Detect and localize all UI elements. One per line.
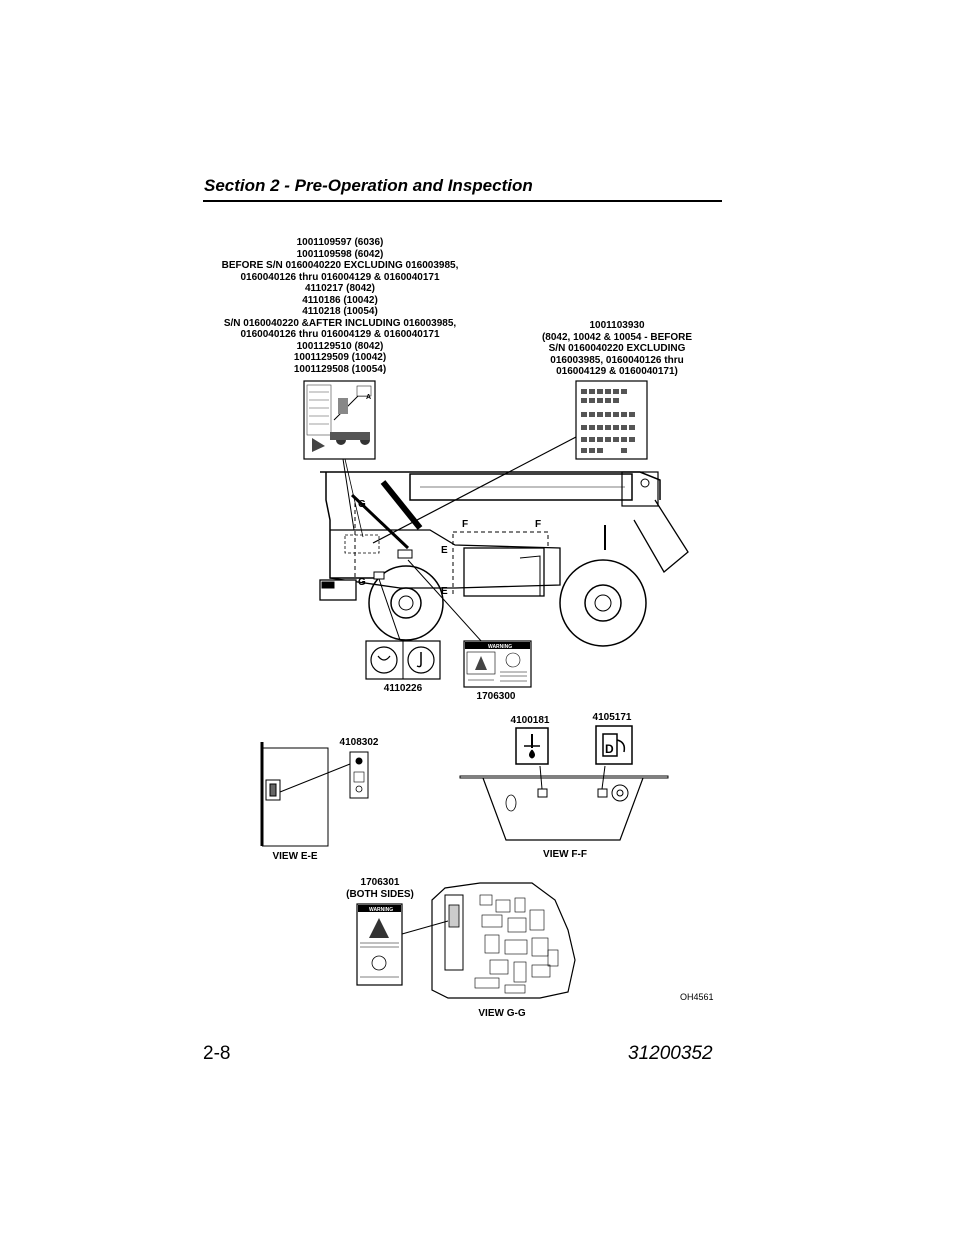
decal-label-line: 016004129 & 0160040171) xyxy=(556,366,678,377)
decal-1706301-warning xyxy=(356,903,403,986)
decal-label-group-right: 1001103930 (8042, 10042 & 10054 - BEFORE… xyxy=(512,320,722,378)
capacity-chart-decal: A xyxy=(303,380,376,460)
decal-label-line: 4110186 (10042) xyxy=(302,294,378,306)
decal-label-line: 1001129509 (10042) xyxy=(293,352,387,363)
page-number: 2-8 xyxy=(203,1043,231,1064)
decal-label-line: 4110218 (10054) xyxy=(302,306,378,317)
warning-label-g: WARNING xyxy=(369,907,393,913)
section-marker-e-top: E xyxy=(441,545,448,556)
decal-label-line: 0160040126 thru 016004129 & 0160040171 xyxy=(240,329,440,340)
part-label-line: (BOTH SIDES) xyxy=(346,888,414,900)
part-label-1706300: 1706300 xyxy=(476,691,516,702)
fuel-decal-letter: D xyxy=(605,742,614,756)
decal-label-line: S/N 0160040220 &AFTER INCLUDING 01600398… xyxy=(223,317,457,329)
figure-id: OH4561 xyxy=(680,992,714,1002)
section-marker-g-bottom: G xyxy=(358,577,366,588)
part-label-4108302: 4108302 xyxy=(339,737,379,748)
part-label-4100181: 4100181 xyxy=(510,715,550,726)
view-f-f-drawing xyxy=(459,725,669,841)
section-title: Section 2 - Pre-Operation and Inspection xyxy=(204,176,533,195)
decal-a-letter: A xyxy=(366,394,371,401)
part-label-4110226: 4110226 xyxy=(383,683,423,694)
control-decal-grid xyxy=(575,380,648,460)
view-label-f-f: VIEW F-F xyxy=(543,849,587,860)
document-number: 31200352 xyxy=(628,1043,713,1064)
decal-label-line: BEFORE S/N 0160040220 EXCLUDING 01600398… xyxy=(221,260,459,271)
part-label-1706301: 1706301 (BOTH SIDES) xyxy=(335,877,425,900)
decal-label-group-left: 1001109597 (6036) 1001109598 (6042) BEFO… xyxy=(200,237,480,375)
warning-label: WARNING xyxy=(488,644,512,650)
decal-label-line: 0160040126 thru 016004129 & 0160040171 xyxy=(240,271,440,283)
decal-label-line: (8042, 10042 & 10054 - BEFORE xyxy=(541,331,693,343)
decal-label-line: 1001109597 (6036) xyxy=(296,237,384,248)
part-label-4105171: 4105171 xyxy=(592,712,632,723)
decal-label-line: 016003985, 0160040126 thru xyxy=(550,354,684,366)
decal-label-line: 1001129508 (10054) xyxy=(293,363,387,375)
view-label-e-e: VIEW E-E xyxy=(272,851,318,862)
decal-1706300-warning: WARNING xyxy=(463,640,532,688)
decal-4110226 xyxy=(365,640,441,680)
view-label-g-g: VIEW G-G xyxy=(478,1008,526,1019)
telehandler-illustration xyxy=(319,471,689,647)
decal-label-line: 1001103930 xyxy=(589,320,645,331)
decal-label-line: 4110217 (8042) xyxy=(304,283,376,294)
view-g-g-drawing xyxy=(401,882,576,999)
part-label-line: 1706301 xyxy=(360,877,400,888)
section-marker-e-bottom: E xyxy=(441,586,448,597)
section-marker-g-top: G xyxy=(358,499,366,510)
section-marker-f-left: F xyxy=(462,519,468,530)
decal-label-line: 1001129510 (8042) xyxy=(296,340,384,352)
header-divider xyxy=(203,200,722,202)
section-marker-f-right: F xyxy=(535,519,541,530)
decal-label-line: 1001109598 (6042) xyxy=(296,248,384,260)
decal-label-line: S/N 0160040220 EXCLUDING xyxy=(548,343,686,354)
view-e-e-drawing xyxy=(260,742,369,847)
